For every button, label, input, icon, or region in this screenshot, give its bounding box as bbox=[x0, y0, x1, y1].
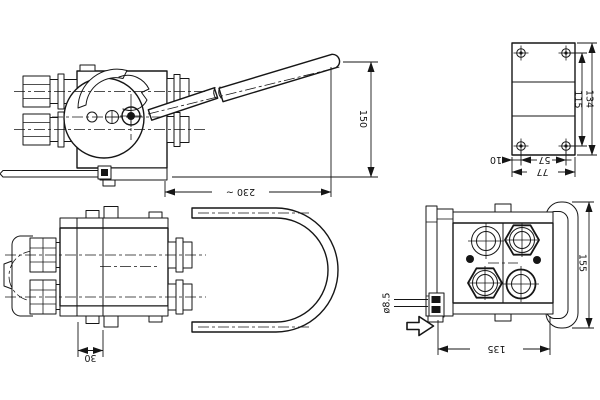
dim-77-label: 77 bbox=[536, 166, 548, 177]
dimension-end-height: 155 bbox=[572, 201, 594, 329]
dim-135-label: 135 bbox=[487, 343, 505, 354]
dim-57-label: 57 bbox=[538, 154, 550, 165]
dimension-overall-length: 230 ~ bbox=[164, 67, 332, 197]
port-top-right bbox=[504, 223, 540, 257]
dimension-lever-height: 150 bbox=[172, 61, 378, 178]
dim-8_5-label: ø8.5 bbox=[382, 293, 393, 314]
dimension-body-section: 30 bbox=[77, 322, 104, 363]
centerlines-plan bbox=[5, 212, 312, 328]
centerlines bbox=[14, 66, 343, 140]
port-bottom-left bbox=[467, 266, 503, 300]
hole-callout: ø8.5 bbox=[382, 293, 428, 314]
plate-outline bbox=[511, 42, 576, 156]
port-bottom-right bbox=[503, 266, 539, 302]
dimension-end-width: 135 bbox=[437, 316, 551, 355]
mounting-plate-view: 115 134 10 57 77 bbox=[490, 42, 597, 177]
bolt-hole-right bbox=[533, 256, 541, 264]
lever-handle bbox=[147, 53, 341, 121]
ports bbox=[466, 223, 541, 302]
dim-150-label: 150 bbox=[357, 110, 368, 128]
plate-holes bbox=[513, 45, 574, 154]
adapter-plate bbox=[425, 205, 454, 323]
right-fittings-plan bbox=[167, 237, 193, 315]
end-view: ø8.5 135 155 bbox=[382, 201, 594, 355]
view-direction-arrow-icon bbox=[406, 315, 435, 337]
dim-230-label: 230 ~ bbox=[226, 186, 255, 197]
dim-115-label: 115 bbox=[572, 90, 583, 108]
dimension-plate-bottom: 10 57 77 bbox=[490, 151, 576, 177]
side-view: 150 230 ~ bbox=[0, 53, 378, 197]
dim-155-label: 155 bbox=[577, 254, 588, 272]
mounting-bracket bbox=[0, 165, 112, 180]
dimension-plate-hole-span-v: 115 bbox=[569, 52, 587, 147]
dim-10-label: 10 bbox=[490, 154, 502, 165]
dim-30-label: 30 bbox=[84, 352, 96, 363]
left-end-cap bbox=[3, 235, 35, 317]
bolt-hole-left bbox=[466, 255, 474, 263]
port-top-left bbox=[468, 223, 504, 259]
top-view: 30 bbox=[3, 206, 339, 363]
dim-134-label: 134 bbox=[584, 90, 595, 108]
dimension-plate-height: 134 bbox=[577, 42, 597, 156]
u-handle bbox=[191, 207, 339, 333]
